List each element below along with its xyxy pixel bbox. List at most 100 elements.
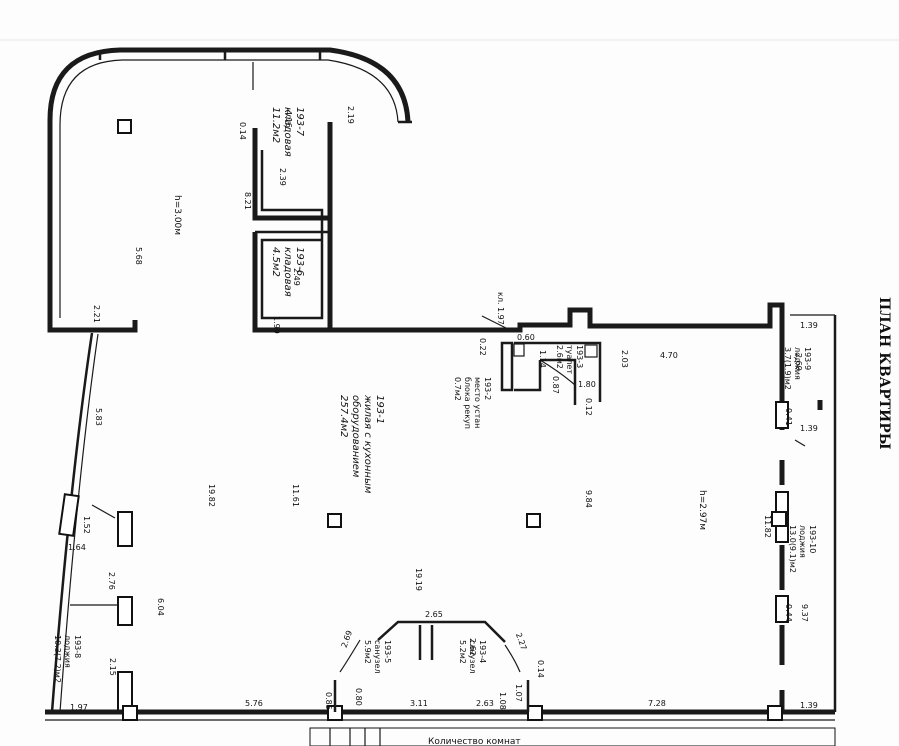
dim-label: 9.84 xyxy=(584,490,593,508)
room-code-193-7: 193-7 xyxy=(294,107,305,137)
dim-label: 2.39 xyxy=(278,168,287,186)
room-area-193-10: 13.0(9.1)м2 xyxy=(788,525,797,573)
dim-label: 0.12 xyxy=(584,398,593,416)
dim-label: 0.44 xyxy=(784,604,793,622)
bay-ledge xyxy=(47,318,138,333)
dim-label: 2.27 xyxy=(514,632,529,652)
room-area-193-9: 3.7(1.9)м2 xyxy=(783,347,792,390)
room-name-193-7: кладовая xyxy=(282,107,293,157)
dim-label: 4.16 xyxy=(284,110,293,128)
dim-label: 1.97 xyxy=(70,703,88,712)
leader-line xyxy=(91,504,116,519)
dim-label: 2.76 xyxy=(107,572,116,590)
dim-label: 5.83 xyxy=(94,408,103,426)
dim-label: кл. 1.97 xyxy=(496,292,505,325)
dim-label: 1.39 xyxy=(800,701,818,710)
room-area-193-5: 5.9м2 xyxy=(363,640,372,664)
dim-label: 0.80 xyxy=(354,688,363,706)
room-name-193-1: жилая с кухонным xyxy=(362,394,373,494)
dim-label: 19.19 xyxy=(414,568,423,591)
window-pier xyxy=(117,511,133,547)
room-area-193-6: 4.5м2 xyxy=(270,247,281,277)
dim-label: 1.07 xyxy=(514,684,523,702)
column xyxy=(771,511,787,527)
room-code-193-6: 193-6 xyxy=(294,247,305,276)
dim-label: 2.65 xyxy=(425,610,443,619)
door-arc xyxy=(504,644,521,673)
window-pier xyxy=(775,595,789,623)
room-name-193-3: туалет xyxy=(565,345,574,374)
dim-label: 0.14 xyxy=(238,122,247,140)
dim-label: 5.68 xyxy=(134,247,143,265)
outer-wall-top-right xyxy=(480,302,785,333)
column xyxy=(527,705,543,721)
room-code-193-3: 193-3 xyxy=(575,345,584,368)
window-pier xyxy=(117,596,133,626)
toilet-walls xyxy=(514,341,602,405)
dim-label: 1.80 xyxy=(578,380,596,389)
toilet-fixture xyxy=(584,344,598,358)
dim-label: 3.11 xyxy=(410,699,428,708)
outer-wall-bay-inner xyxy=(59,59,399,318)
room-area-193-4: 5.2м2 xyxy=(458,640,467,664)
room-name-193-8: лоджия xyxy=(63,635,72,668)
dim-label: 5.76 xyxy=(245,699,263,708)
dim-label: 0.14 xyxy=(536,660,545,678)
bathroom-walls xyxy=(333,620,530,712)
service-niche xyxy=(500,341,514,392)
dim-label: 0.60 xyxy=(517,333,535,342)
door-arc xyxy=(339,639,361,673)
room-code-193-9: 193-9 xyxy=(803,347,812,370)
dim-label: 2.63 xyxy=(476,699,494,708)
room-code-193-4: 193-4 xyxy=(478,640,487,663)
room-code-193-1: 193-1 xyxy=(374,395,385,424)
room-name-193-5: санузел xyxy=(373,640,382,674)
dim-label: 1.99 xyxy=(272,316,281,334)
dim-label: 1.64 xyxy=(68,543,86,552)
dim-label: 11.82 xyxy=(763,515,772,538)
room-code-193-8: 193-8 xyxy=(73,635,82,658)
column xyxy=(327,513,342,528)
outer-wall-bay xyxy=(47,47,411,320)
dim-label: 0.41 xyxy=(784,408,793,426)
footer-label: Количество комнат xyxy=(428,737,521,746)
storage-wall-inner xyxy=(260,150,324,320)
leader-line xyxy=(481,315,511,331)
dim-label: 0.85 xyxy=(324,692,333,710)
room-code-193-2: 193-2 xyxy=(483,377,492,400)
dim-label: 7.28 xyxy=(648,699,666,708)
dim-label: 1.52 xyxy=(82,516,91,534)
column xyxy=(122,705,138,721)
dim-label: 0.22 xyxy=(478,338,487,356)
room-area-193-1: 257.4м2 xyxy=(338,395,349,438)
column xyxy=(526,513,541,528)
column xyxy=(117,119,132,134)
room-name2-193-2: блока рекуп xyxy=(463,377,472,429)
door-arc xyxy=(539,359,576,386)
window-pier xyxy=(58,493,80,537)
dim-label: 2.15 xyxy=(108,658,117,676)
dim-label: 4.70 xyxy=(660,351,678,360)
dim-label: 6.04 xyxy=(156,598,165,616)
leader-line xyxy=(794,439,806,447)
dim-label: 19.82 xyxy=(207,484,216,507)
room-name-193-6: кладовая xyxy=(282,247,293,297)
room-name-193-9: лоджия xyxy=(793,347,802,380)
column xyxy=(767,705,783,721)
storage-wall-left xyxy=(252,232,330,333)
room-code-193-5: 193-5 xyxy=(383,640,392,663)
ceiling-height-label: h=2.97м xyxy=(697,490,707,530)
room-area-193-7: 11.2м2 xyxy=(270,107,281,143)
dim-label: 8.21 xyxy=(243,192,252,210)
dim-label: 11.61 xyxy=(291,484,300,507)
room-name-193-10: лоджия xyxy=(798,525,807,558)
recuperator-block xyxy=(513,343,525,357)
window-pier xyxy=(775,401,789,429)
dim-label: 2.69 xyxy=(794,353,803,371)
dim-label: 2.69 xyxy=(340,629,355,649)
ceiling-height-label: h=3.00м xyxy=(172,195,182,235)
dim-label: 2.03 xyxy=(620,350,629,368)
dim-label: 1.14 xyxy=(538,350,547,368)
